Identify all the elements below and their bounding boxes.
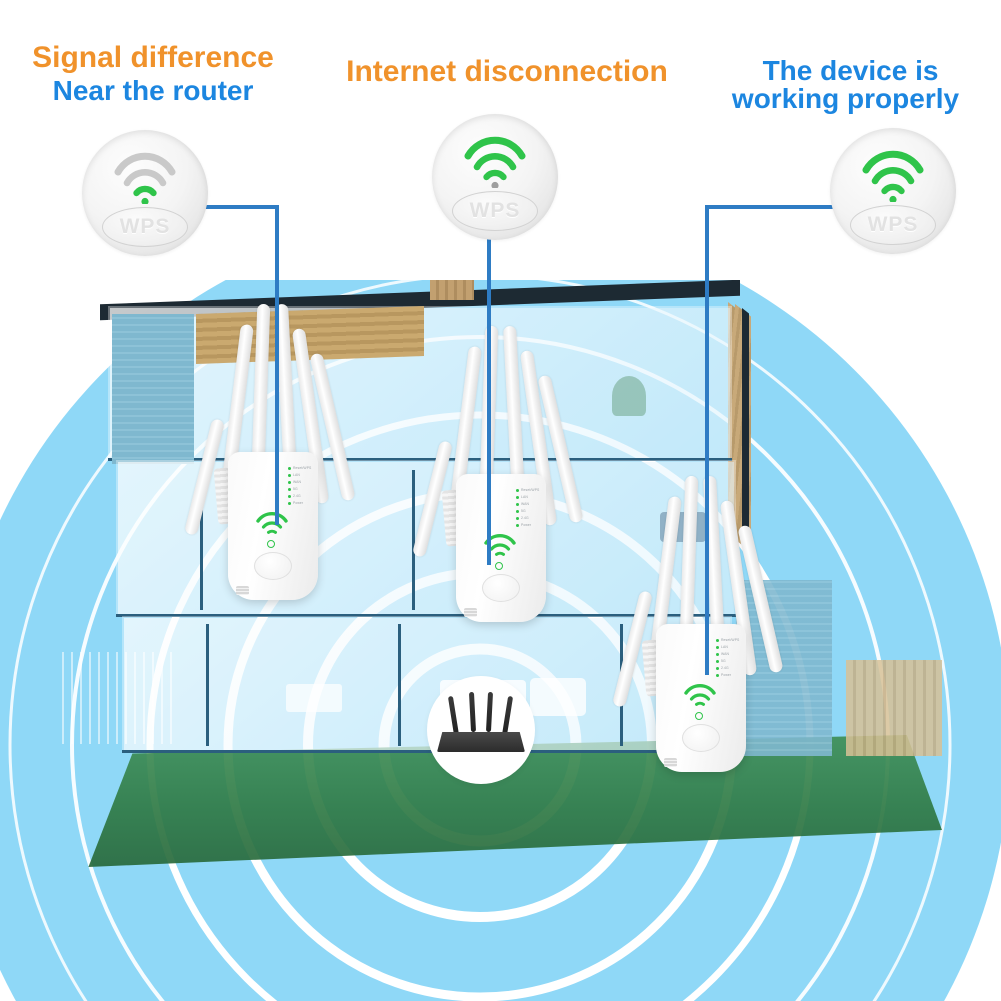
wps-label: WPS	[119, 215, 171, 238]
lan-port	[236, 586, 249, 595]
led-label: Reset/WPS	[293, 465, 312, 470]
status-puck-weak-signal[interactable]: ☉ WPS	[82, 130, 208, 256]
led-label: Reset/WPS	[721, 637, 740, 642]
connector-right-vertical	[705, 205, 709, 675]
led-label: 5G	[521, 508, 526, 513]
led-dot	[516, 489, 519, 492]
repeater-center[interactable]: Reset/WPS LAN WAN 5G 2.4G Power	[411, 312, 584, 622]
led-dot	[288, 481, 291, 484]
led-dot	[288, 474, 291, 477]
wifi-status-icon	[862, 150, 924, 202]
led-dot	[288, 502, 291, 505]
heading-right-line1: The device is	[762, 55, 939, 86]
heading-right-line2: working properly	[731, 83, 960, 114]
wps-button[interactable]: WPS	[452, 191, 538, 231]
led-dot	[516, 503, 519, 506]
connector-middle-vertical	[487, 205, 491, 565]
led-dot	[716, 653, 719, 656]
heading-left-line1: Signal difference	[32, 41, 274, 74]
led-label: Power	[721, 672, 732, 677]
led-dot	[716, 667, 719, 670]
wps-button[interactable]: WPS	[850, 205, 936, 245]
heading-left-line2: Near the router	[52, 75, 254, 106]
wifi-status-icon	[464, 136, 526, 188]
scene: Reset/WPS LAN WAN 5G 2.4G Power	[0, 280, 1001, 1001]
led-dot	[288, 488, 291, 491]
connector-left-horizontal	[183, 205, 279, 209]
led-indicator-panel: Reset/WPS LAN WAN 5G 2.4G Power	[716, 638, 739, 678]
led-dot	[288, 495, 291, 498]
led-dot	[716, 646, 719, 649]
wifi-icon	[684, 683, 716, 706]
lan-port	[464, 608, 477, 617]
led-label: Power	[293, 500, 304, 505]
globe-icon	[495, 562, 503, 570]
wps-label: WPS	[867, 213, 919, 236]
led-label: 5G	[721, 658, 726, 663]
wps-button[interactable]	[682, 724, 720, 752]
wifi-status-icon	[114, 152, 176, 204]
router-antenna	[501, 695, 514, 737]
connector-right-horizontal	[705, 205, 835, 209]
wps-button[interactable]	[482, 574, 520, 602]
heading-middle: Internet disconnection	[346, 55, 668, 88]
main-router[interactable]	[427, 676, 535, 784]
led-label: Power	[521, 522, 532, 527]
led-dot	[716, 639, 719, 642]
led-label: LAN	[521, 494, 528, 499]
led-label: LAN	[293, 472, 300, 477]
led-dot	[716, 674, 719, 677]
led-label: WAN	[721, 651, 730, 656]
led-dot	[516, 496, 519, 499]
repeater-right[interactable]: Reset/WPS LAN WAN 5G 2.4G Power	[611, 462, 784, 772]
router-antenna	[447, 695, 460, 737]
led-label: 2.4G	[293, 493, 301, 498]
led-dot	[516, 517, 519, 520]
status-puck-no-internet[interactable]: ☉ WPS	[432, 114, 558, 240]
wps-label: WPS	[469, 199, 521, 222]
led-label: LAN	[721, 644, 728, 649]
led-dot	[516, 524, 519, 527]
led-label: WAN	[293, 479, 302, 484]
router-antenna	[485, 691, 494, 733]
router-body	[437, 732, 525, 752]
wps-button[interactable]: WPS	[102, 207, 188, 247]
led-dot	[716, 660, 719, 663]
led-label: Reset/WPS	[521, 487, 540, 492]
globe-icon	[267, 540, 275, 548]
status-puck-working[interactable]: ☉ WPS	[830, 128, 956, 254]
globe-icon	[695, 712, 703, 720]
lan-port	[664, 758, 677, 767]
led-indicator-panel: Reset/WPS LAN WAN 5G 2.4G Power	[516, 488, 539, 528]
wps-button[interactable]	[254, 552, 292, 580]
connector-left-vertical	[275, 205, 279, 525]
router-antenna	[468, 691, 477, 733]
led-label: WAN	[521, 501, 530, 506]
repeater-left[interactable]: Reset/WPS LAN WAN 5G 2.4G Power	[183, 290, 356, 600]
led-dot	[516, 510, 519, 513]
led-indicator-panel: Reset/WPS LAN WAN 5G 2.4G Power	[288, 466, 311, 506]
led-label: 2.4G	[521, 515, 529, 520]
led-label: 5G	[293, 486, 298, 491]
led-dot	[288, 467, 291, 470]
wifi-icon	[256, 511, 288, 534]
led-label: 2.4G	[721, 665, 729, 670]
